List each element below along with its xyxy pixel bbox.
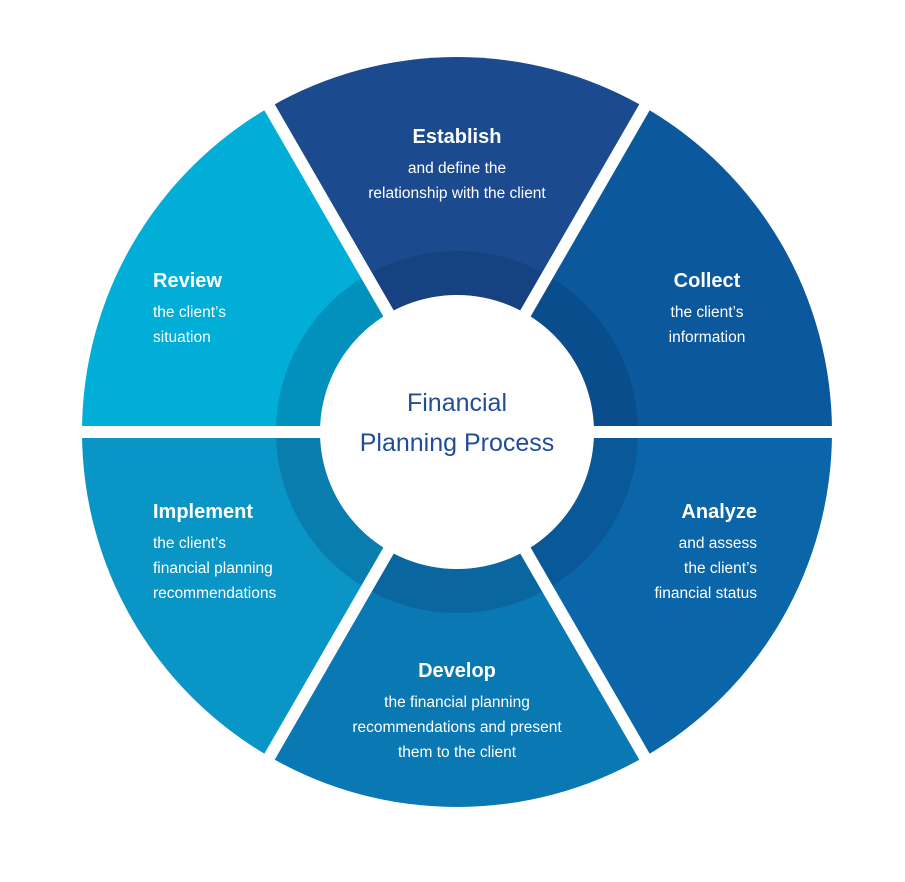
step-review: Review the client’s situation bbox=[153, 268, 353, 350]
step-title: Develop bbox=[418, 660, 496, 682]
step-text: financial planning bbox=[153, 560, 273, 577]
step-text: and assess bbox=[678, 535, 757, 552]
step-title: Collect bbox=[673, 270, 741, 292]
step-develop: Develop the financial planning recommend… bbox=[297, 658, 617, 765]
segment-develop bbox=[269, 432, 645, 807]
step-text: situation bbox=[153, 329, 211, 346]
center-title-line: Financial bbox=[406, 389, 508, 417]
step-text: them to the client bbox=[397, 744, 517, 761]
step-title: Analyze bbox=[681, 501, 757, 523]
step-implement: Implement the client’s financial plannin… bbox=[153, 499, 353, 606]
center-circle bbox=[320, 295, 594, 569]
step-text: recommendations and present bbox=[352, 719, 562, 736]
step-title: Implement bbox=[153, 501, 254, 523]
step-text: relationship with the client bbox=[368, 185, 546, 202]
step-text: information bbox=[668, 329, 746, 346]
step-title: Review bbox=[153, 270, 222, 292]
step-text: the client’s bbox=[684, 560, 757, 577]
step-establish: Establish and define the relationship wi… bbox=[307, 124, 607, 206]
step-text: the client’s bbox=[670, 304, 744, 321]
step-text: the client’s bbox=[153, 304, 226, 321]
step-text: recommendations bbox=[153, 585, 277, 602]
step-analyze: Analyze and assess the client’s financia… bbox=[557, 499, 757, 606]
step-text: and define the bbox=[407, 160, 507, 177]
center-title-line: Planning Process bbox=[359, 429, 555, 457]
step-title: Establish bbox=[412, 126, 502, 148]
step-text: financial status bbox=[654, 585, 757, 602]
segment-establish bbox=[269, 56, 645, 433]
center-title: Financial Planning Process bbox=[320, 383, 594, 463]
step-text: the client’s bbox=[153, 535, 226, 552]
step-collect: Collect the client’s information bbox=[607, 268, 807, 350]
step-text: the financial planning bbox=[384, 694, 530, 711]
